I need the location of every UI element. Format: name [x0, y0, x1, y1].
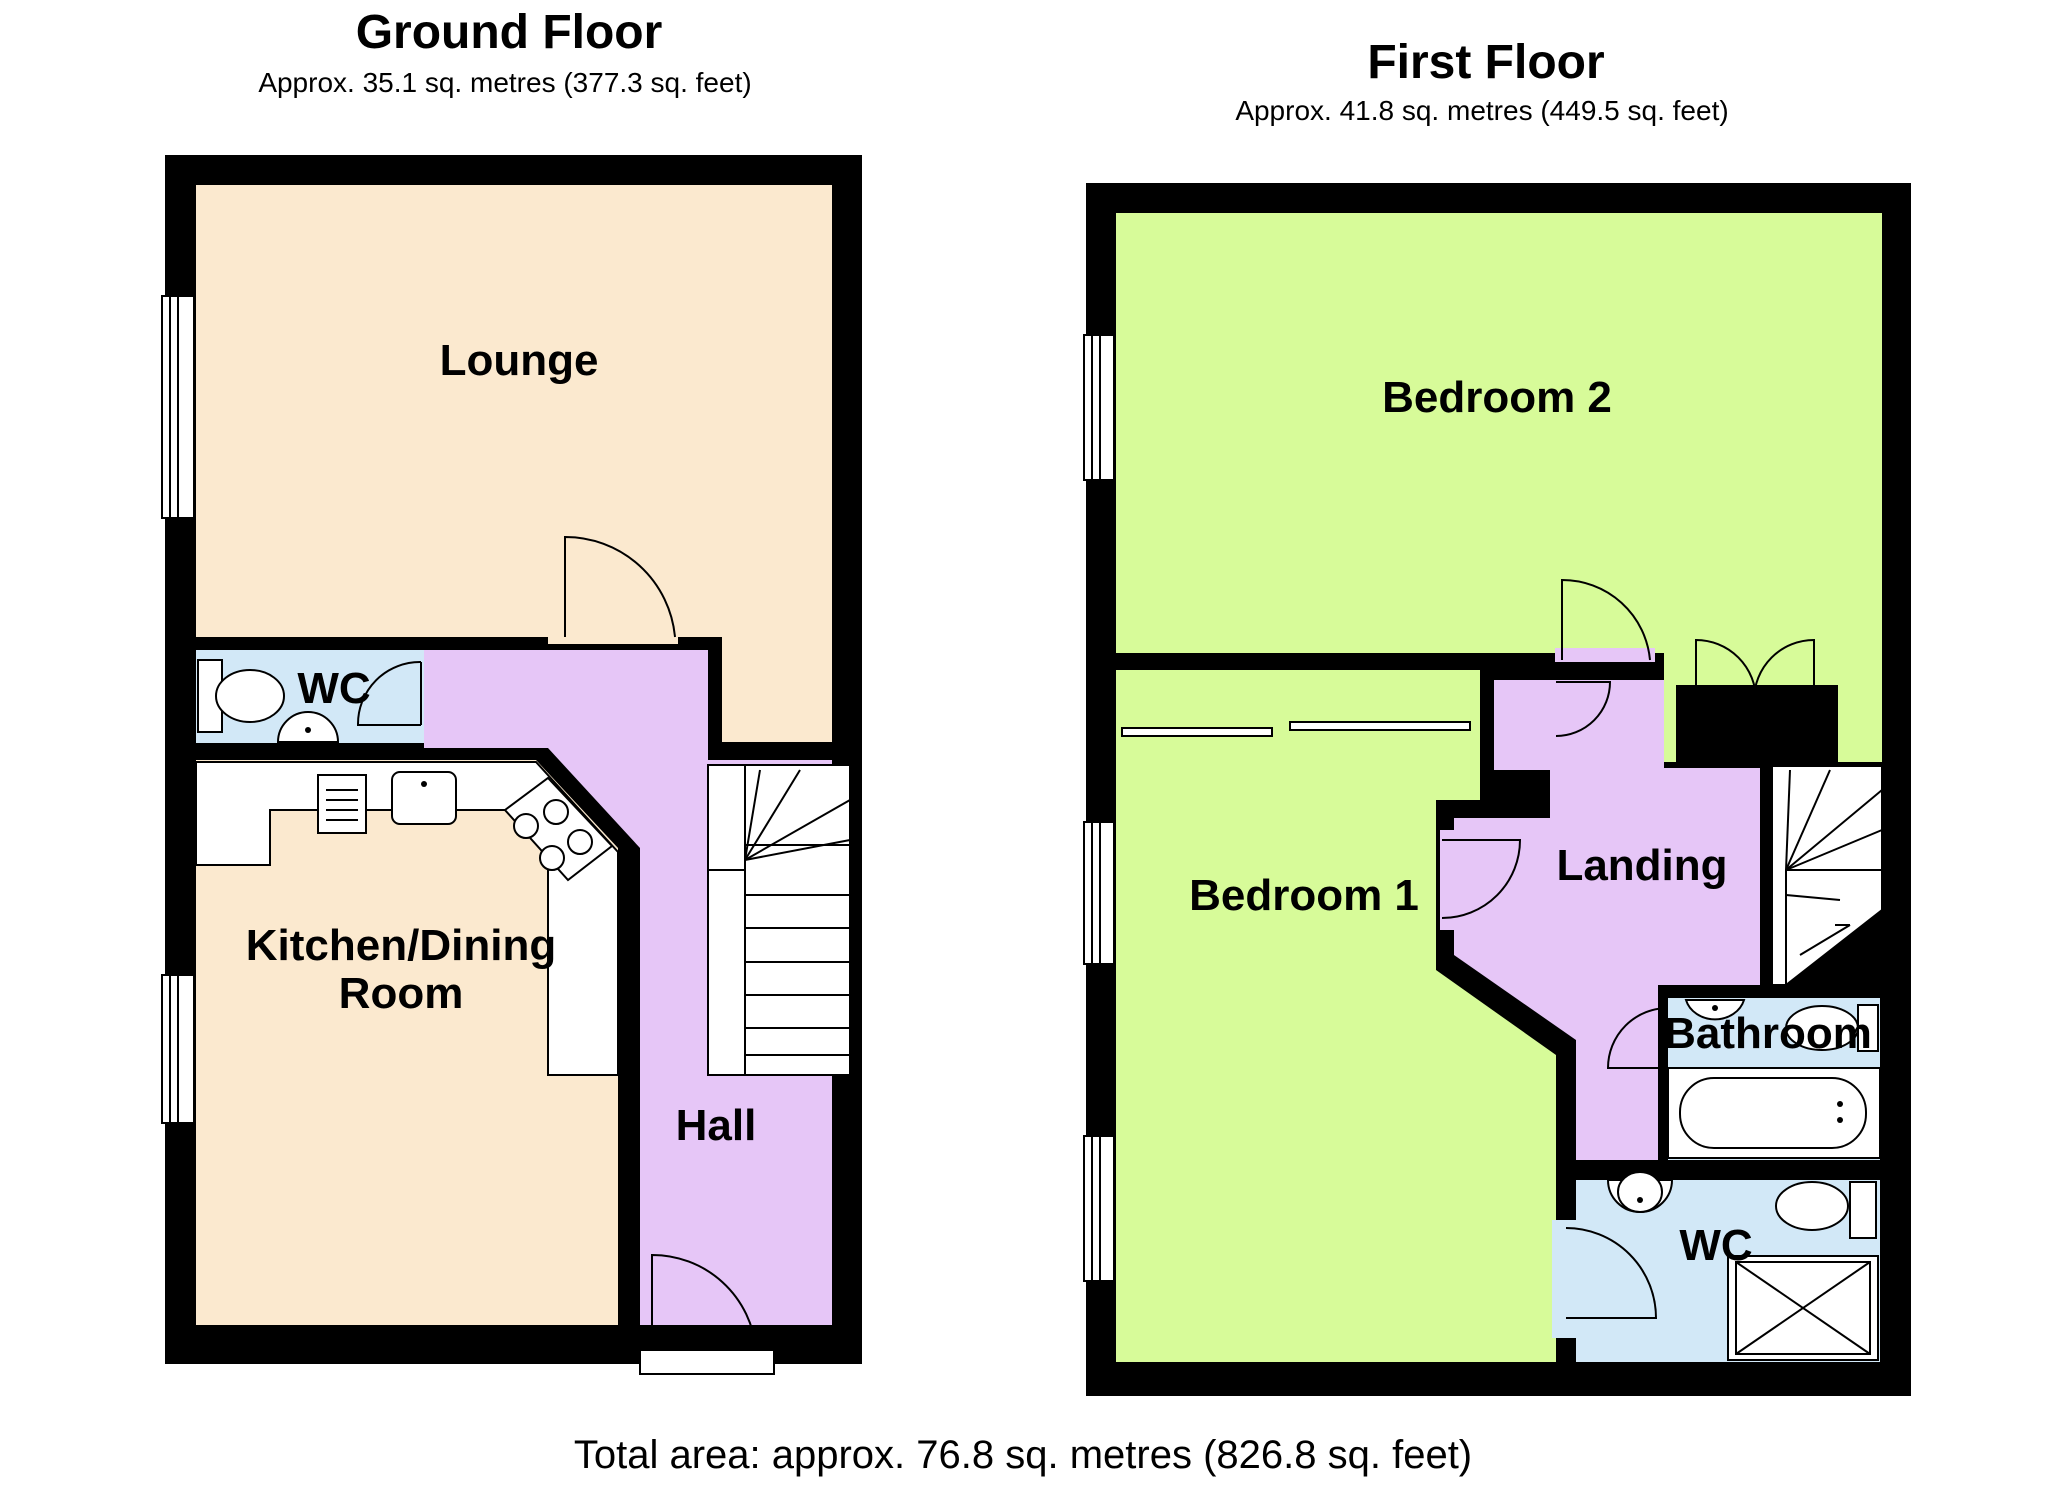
bath-icon: [1667, 1067, 1881, 1159]
kitchen-label-line2: Room: [339, 969, 464, 1018]
sink-icon: [1684, 999, 1746, 1021]
landing-label: Landing: [1556, 841, 1727, 890]
kitchen-dining-room: [196, 760, 618, 1325]
bedroom-1-room: [1116, 670, 1556, 1362]
window-icon: [161, 974, 195, 1124]
window-icon: [161, 295, 195, 519]
lounge-room: [196, 185, 832, 742]
shower-tray-icon: [1727, 1255, 1879, 1361]
wardrobe-icon: [1116, 678, 1478, 738]
bathroom-label: Bathroom: [1664, 1009, 1872, 1058]
door-swing-icon: [548, 535, 678, 644]
door-swing-icon: [639, 1253, 775, 1375]
window-icon: [1083, 334, 1115, 481]
toilet-icon: [1775, 1181, 1877, 1239]
staircase-icon: [707, 764, 851, 1076]
total-area-text: Total area: approx. 76.8 sq. metres (826…: [574, 1433, 1472, 1477]
sink-icon: [1606, 1171, 1674, 1213]
door-swing-icon: [1440, 830, 1522, 930]
sink-icon: [276, 711, 340, 743]
first-floor-title: First Floor: [1367, 36, 1604, 89]
door-swing-icon: [1695, 638, 1815, 701]
door-swing-icon: [1555, 578, 1655, 662]
door-swing-icon: [1552, 1220, 1658, 1338]
door-swing-icon: [1606, 1007, 1669, 1069]
hall-label: Hall: [676, 1101, 757, 1150]
ground-floor-title: Ground Floor: [356, 6, 663, 59]
window-icon: [1083, 821, 1115, 965]
window-icon: [1083, 1135, 1115, 1282]
door-swing-icon: [1555, 681, 1612, 737]
ground-floor-plan: Lounge WC Kitchen/Dining Room Hall: [161, 155, 862, 1375]
bedroom-2-label: Bedroom 2: [1382, 373, 1612, 422]
staircase-icon: [1771, 765, 1883, 986]
hob-icon: [503, 776, 614, 882]
bedroom-2-room: [1116, 213, 1882, 762]
toilet-icon: [197, 659, 285, 733]
landing-area: [1454, 680, 1760, 1160]
bedroom-1-label: Bedroom 1: [1189, 871, 1419, 920]
ground-wc-label: WC: [297, 664, 370, 713]
toilet-icon: [1785, 1004, 1879, 1052]
lounge-label: Lounge: [440, 336, 599, 385]
door-swing-icon: [356, 660, 422, 726]
kitchen-label-line1: Kitchen/Dining: [246, 921, 556, 970]
ground-floor-area: Approx. 35.1 sq. metres (377.3 sq. feet): [258, 67, 751, 98]
first-floor-area: Approx. 41.8 sq. metres (449.5 sq. feet): [1235, 95, 1728, 126]
sink-icon: [317, 771, 457, 834]
first-wc-label: WC: [1679, 1221, 1752, 1270]
first-floor-plan: Bedroom 2 Bedroom 1 Landing Bathroom WC: [1083, 183, 1911, 1396]
